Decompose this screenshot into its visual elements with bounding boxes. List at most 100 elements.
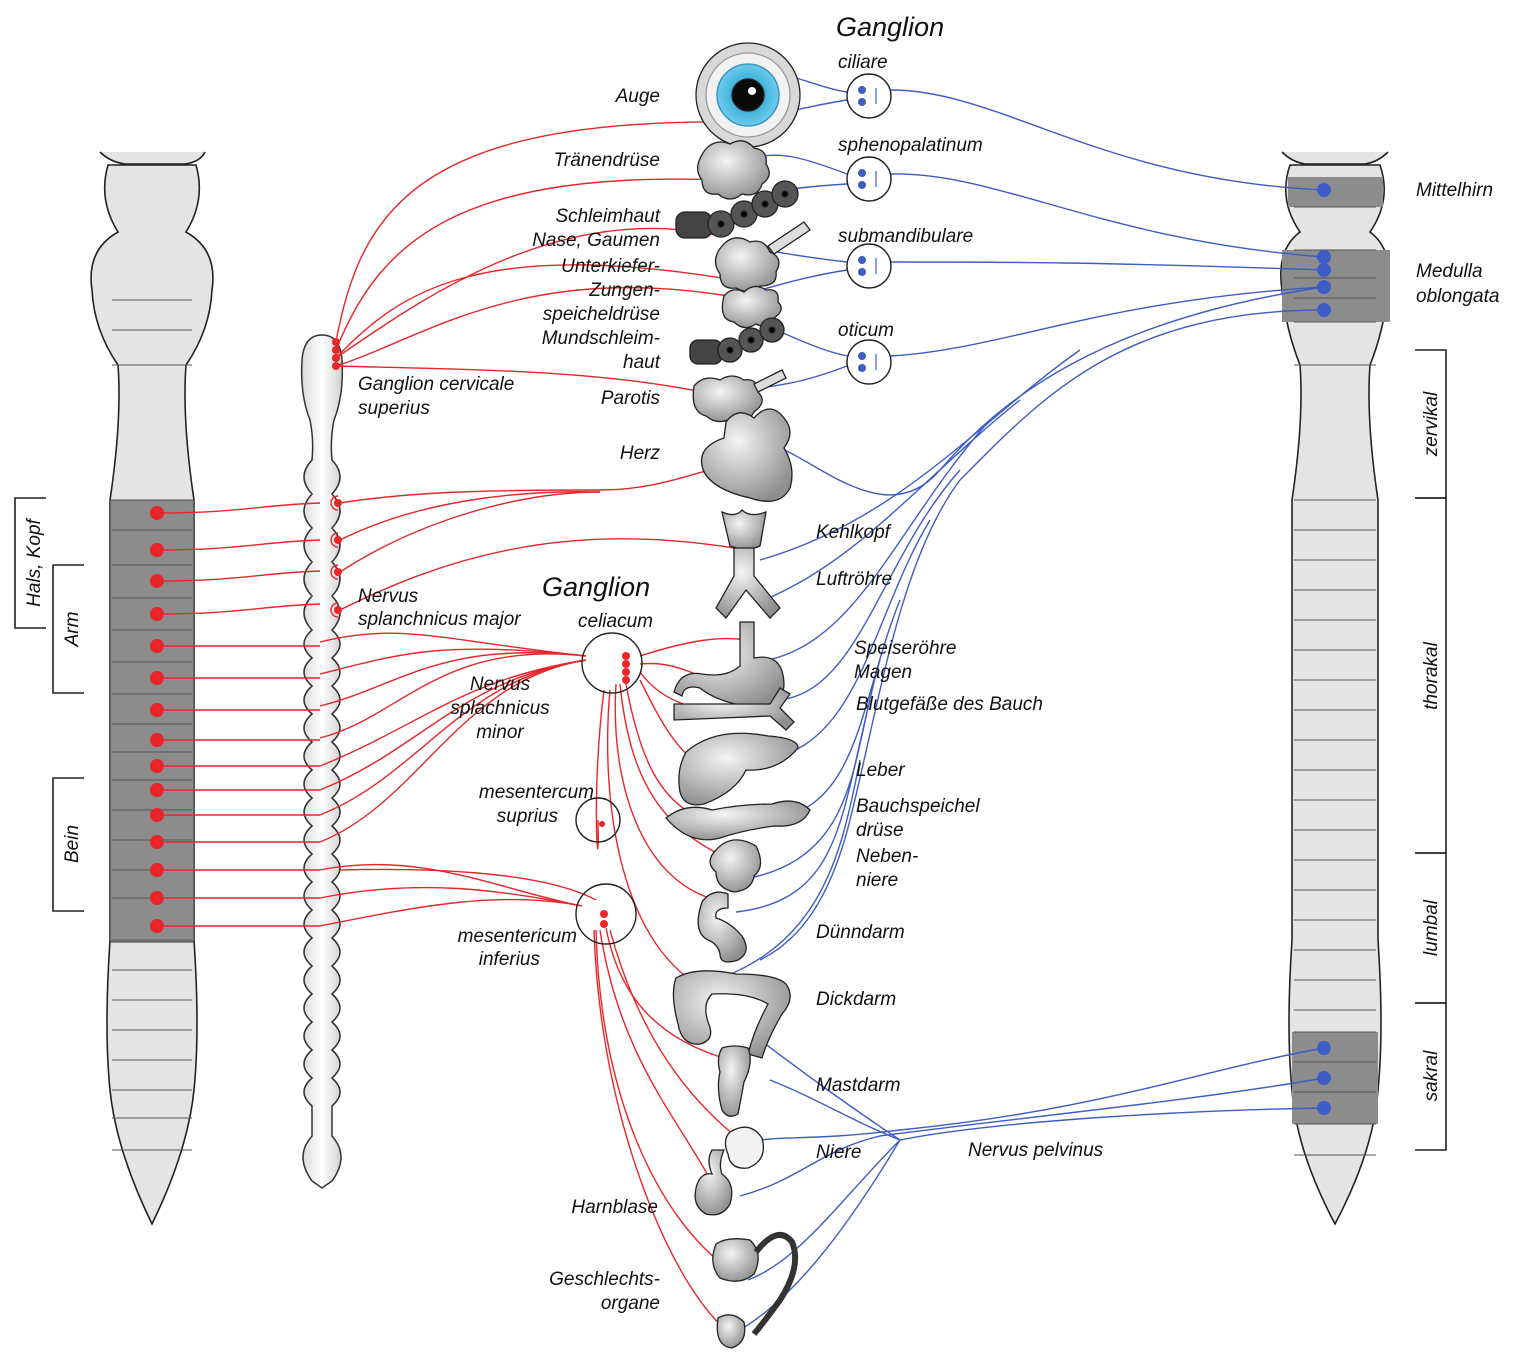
ganglion-ciliare-label: ciliare (838, 52, 888, 73)
region-sakral: sakral (1421, 1050, 1442, 1101)
sympathetic-fiber (320, 654, 586, 738)
bladder-organ (695, 1150, 732, 1215)
label-auge: Auge (615, 86, 660, 107)
sympathetic-fiber (336, 122, 726, 342)
ganglion-neuron-dot (858, 181, 866, 189)
region-zervikal: zervikal (1421, 391, 1442, 457)
label-cervicale-1: Ganglion cervicale (358, 374, 514, 395)
label-leber: Leber (856, 760, 905, 781)
label-mundschleim-1: Mundschleim- (542, 328, 660, 349)
sympathetic-fiber (340, 492, 600, 540)
sympathetic-fiber (340, 492, 600, 572)
label-splanchnicus-major-1: Nervus (358, 586, 419, 607)
label-pelvinus: Nervus pelvinus (968, 1140, 1104, 1161)
ganglion-neuron-dot (858, 256, 866, 264)
label-speiseroehre: Speiseröhre (854, 638, 956, 659)
parasympathetic-fiber (760, 287, 1324, 495)
label-kehlkopf: Kehlkopf (816, 522, 892, 543)
label-schleimhaut-2: Nase, Gaumen (532, 230, 660, 251)
ganglion-oticum-circle (847, 340, 891, 384)
sympathetic-fiber (336, 288, 728, 366)
ganglion-top-header: Ganglion (836, 12, 944, 42)
sympathetic-fiber (340, 869, 596, 900)
ganglion-neuron-dot (858, 86, 866, 94)
ganglion-oticum-label: oticum (838, 320, 894, 341)
sympathetic-fiber (336, 179, 726, 350)
region-lumbal: lumbal (1421, 899, 1442, 956)
label-medulla-1: Medulla (1416, 261, 1483, 282)
celiac-neuron-dot (622, 668, 630, 676)
region-arm: Arm (62, 612, 83, 648)
label-blutgefaesse: Blutgefäße des Bauch (856, 694, 1043, 715)
larynx-trachea-organ (716, 510, 780, 618)
label-luftroehre: Luftröhre (816, 569, 892, 590)
label-bauchspeichel-2: drüse (856, 820, 904, 841)
label-mes-sup-2: suprius (497, 806, 559, 827)
stomach-organ (674, 622, 784, 709)
parasympathetic-fiber (760, 350, 1080, 560)
right-spinal-cord (1281, 152, 1390, 1224)
region-hals-kopf: Hals, Kopf (24, 517, 45, 606)
celiac-neuron-dot (622, 660, 630, 668)
sympathetic-fiber (608, 690, 700, 986)
lacrimal-gland-organ (698, 141, 770, 199)
label-geschlechts-2: organe (601, 1293, 660, 1314)
parasympathetic-fiber (748, 1108, 1324, 1280)
sympathetic-fiber (336, 228, 720, 358)
label-mes-sup-1: mesentercum (479, 782, 594, 803)
label-mundschleim-2: haut (623, 352, 661, 373)
mes-inf-neuron-dot (600, 910, 608, 918)
label-unterkiefer-3: speicheldrüse (543, 304, 660, 325)
ganglion-ciliare-circle (847, 74, 891, 118)
label-dickdarm: Dickdarm (816, 989, 896, 1010)
parasympathetic-fiber (760, 310, 1324, 960)
celiac-neuron-dot (622, 676, 630, 684)
sympathetic-trunk (302, 335, 343, 1188)
ganglion-neuron-dot (858, 98, 866, 106)
ganglion-submandibulare-circle (847, 244, 891, 288)
genital-organ (713, 1235, 795, 1348)
ganglion-neuron-dot (858, 364, 866, 372)
ganglion-neuron-dot (858, 352, 866, 360)
label-mes-inf-2: inferius (479, 949, 541, 970)
label-medulla-2: oblongata (1416, 286, 1499, 307)
mes-inf-neuron-dot (600, 920, 608, 928)
sympathetic-fiber (600, 930, 716, 1190)
label-mastdarm: Mastdarm (816, 1075, 900, 1096)
label-bauchspeichel-1: Bauchspeichel (856, 796, 980, 817)
right-cord-midbrain-band (1288, 177, 1383, 207)
parasympathetic-fiber (776, 330, 847, 356)
label-mittelhirn: Mittelhirn (1416, 180, 1493, 201)
parasympathetic-fiber (740, 1140, 900, 1330)
adrenal-organ (710, 840, 761, 892)
label-unterkiefer-1: Unterkiefer- (561, 256, 660, 277)
label-geschlechts-1: Geschlechts- (549, 1269, 660, 1290)
organs (666, 43, 810, 1348)
label-nebenniere-2: niere (856, 870, 898, 891)
parasympathetic-fiber (891, 262, 1324, 270)
label-traenendruese: Tränendrüse (554, 150, 660, 171)
region-bein: Bein (62, 825, 83, 863)
label-magen: Magen (854, 662, 912, 683)
eye-organ (696, 43, 800, 147)
mes-sup-neuron-dot (599, 821, 605, 827)
label-harnblase: Harnblase (571, 1197, 658, 1218)
label-splanchnicus-minor-3: minor (476, 722, 524, 743)
label-celiacum: celiacum (578, 611, 653, 632)
kidney-organ (725, 1127, 763, 1168)
rectum-organ (718, 1046, 750, 1116)
label-duenndarm: Dünndarm (816, 922, 905, 943)
label-nebenniere-1: Neben- (856, 846, 918, 867)
label-mes-inf-1: mesentericum (458, 926, 577, 947)
sympathetic-fiber (640, 639, 746, 656)
label-cervicale-2: superius (358, 398, 430, 419)
liver-organ (679, 733, 798, 805)
label-splanchnicus-minor-1: Nervus (470, 674, 531, 695)
label-herz: Herz (620, 443, 661, 464)
sympathetic-trunk-outline (302, 335, 343, 1188)
label-niere: Niere (816, 1142, 861, 1163)
left-cord-thoracic-band (110, 500, 194, 942)
ganglion-celiacum-circle (582, 633, 642, 693)
ganglion-neuron-dot (858, 268, 866, 276)
